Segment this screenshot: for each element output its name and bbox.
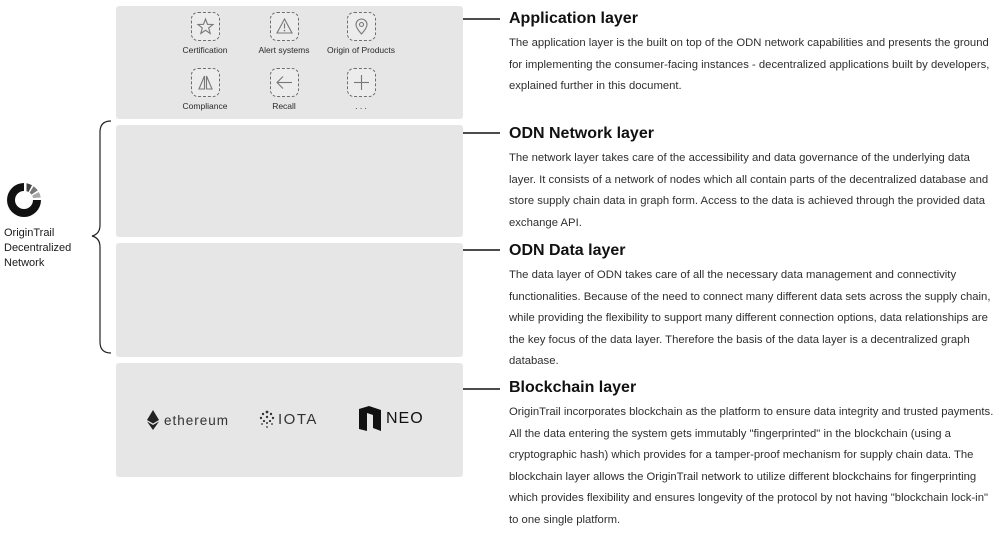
side-label-line: Network [4, 257, 45, 269]
warning-icon [269, 12, 299, 41]
layer-text: The network layer takes care of the acce… [509, 152, 989, 229]
network-layer-panel [116, 125, 463, 237]
iota-icon [259, 410, 275, 428]
app-compliance[interactable]: Compliance [155, 68, 255, 111]
ethereum-icon [147, 410, 159, 430]
brace [91, 120, 112, 354]
side-label-line: OriginTrail [4, 227, 55, 239]
layer-title: ODN Network layer [509, 125, 654, 142]
app-more[interactable]: . . . [311, 68, 411, 111]
app-label: . . . [355, 101, 367, 111]
app-label: Alert systems [258, 45, 310, 55]
app-recall[interactable]: Recall [234, 68, 334, 111]
network-layer-description: ODN Network layer The network layer take… [509, 124, 995, 234]
origintrail-logo-icon [7, 183, 41, 217]
layer-title: Blockchain layer [509, 379, 637, 396]
iota-logo: IOTA [258, 409, 318, 429]
app-origin-of-products[interactable]: Origin of Products [311, 12, 411, 55]
blockchain-layer-panel: ethereum IOTA NEO [116, 363, 463, 477]
data-layer-panel [116, 243, 463, 357]
layer-text: OriginTrail incorporates blockchain as t… [509, 406, 994, 526]
app-label: Origin of Products [326, 45, 396, 55]
app-label: Compliance [182, 101, 228, 111]
iota-text: IOTA [278, 410, 318, 428]
star-icon [190, 12, 220, 41]
scales-icon [190, 68, 220, 97]
blockchain-layer-description: Blockchain layer OriginTrail incorporate… [509, 378, 995, 531]
origintrail-label: OriginTrail Decentralized Network [4, 226, 71, 271]
neo-icon [359, 406, 381, 431]
neo-text: NEO [386, 410, 424, 427]
side-label-line: Decentralized [4, 242, 72, 254]
ethereum-text: ethereum [164, 412, 230, 428]
plus-icon [346, 68, 376, 97]
neo-logo: NEO [358, 406, 424, 432]
application-layer-description: Application layer The application layer … [509, 9, 995, 98]
app-alert-systems[interactable]: Alert systems [234, 12, 334, 55]
app-certification[interactable]: Certification [155, 12, 255, 55]
data-layer-description: ODN Data layer The data layer of ODN tak… [509, 241, 995, 373]
app-label: Certification [182, 45, 228, 55]
layer-text: The data layer of ODN takes care of all … [509, 269, 991, 367]
layer-title: ODN Data layer [509, 242, 626, 259]
app-label: Recall [272, 101, 296, 111]
layer-text: The application layer is the built on to… [509, 37, 990, 92]
application-layer-panel: Certification Alert systems Origin of Pr… [116, 6, 463, 119]
ethereum-logo: ethereum [146, 410, 229, 430]
layer-title: Application layer [509, 10, 638, 27]
location-pin-icon [346, 12, 376, 41]
arrow-left-icon [269, 68, 299, 97]
